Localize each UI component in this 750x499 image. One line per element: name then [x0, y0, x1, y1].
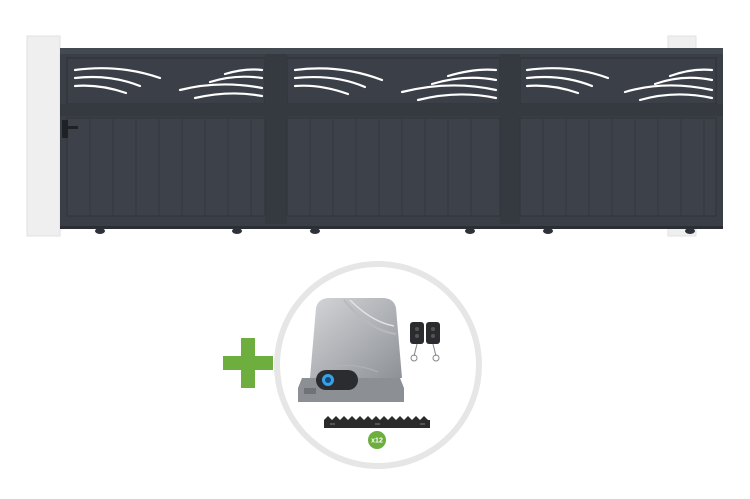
sliding-gate	[26, 35, 723, 237]
remote-control	[410, 322, 440, 362]
gate-wheels	[95, 228, 695, 234]
left-pillar	[26, 35, 61, 237]
top-panel-2	[286, 57, 501, 105]
top-panel-3	[519, 57, 717, 105]
quantity-badge: x12	[368, 431, 386, 449]
gate-motor	[298, 298, 404, 402]
quantity-badge-text: x12	[371, 438, 383, 445]
gate-handle	[62, 120, 78, 138]
motor-kit: x12	[274, 261, 482, 469]
decorative-curves	[73, 67, 714, 102]
bottom-rail	[60, 226, 723, 229]
gear-rack	[324, 416, 430, 428]
lower-panels	[66, 117, 717, 217]
plus-icon	[223, 338, 273, 388]
top-panel-1	[66, 57, 266, 105]
